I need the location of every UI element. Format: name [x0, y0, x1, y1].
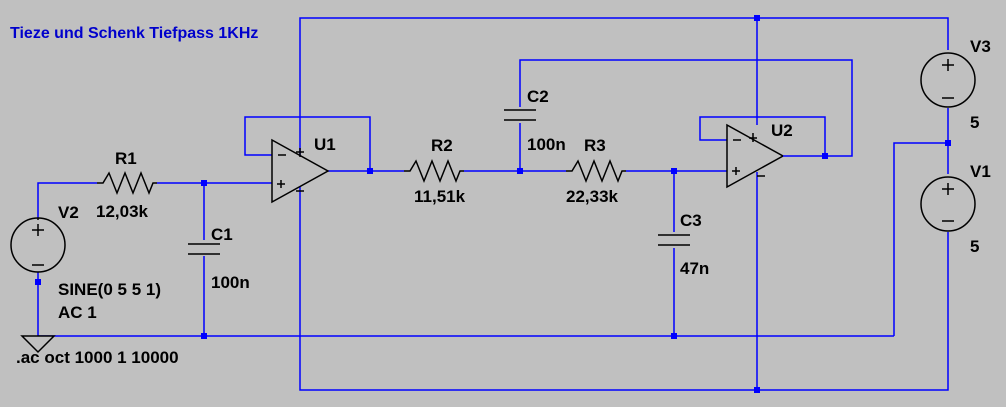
c3-value: 47n [680, 259, 709, 278]
u2-name: U2 [771, 121, 793, 140]
c3-name: C3 [680, 211, 702, 230]
schematic-title: Tieze und Schenk Tiefpass 1KHz [10, 25, 258, 42]
voltage-source-v1: V1 5 [920, 162, 991, 256]
r1-name: R1 [115, 149, 137, 168]
c2-value: 100n [527, 135, 566, 154]
c1-value: 100n [211, 273, 250, 292]
resistor-r2: R2 11,51k [404, 136, 466, 206]
opamp-u2: U2 [726, 121, 825, 189]
v2-ac: AC 1 [58, 303, 97, 322]
v3-name: V3 [970, 37, 991, 56]
wires [37, 17, 949, 391]
r1-value: 12,03k [96, 202, 149, 221]
r3-value: 22,33k [566, 187, 619, 206]
v2-source: SINE(0 5 5 1) [58, 280, 161, 299]
v1-name: V1 [970, 162, 991, 181]
voltage-source-v2: V2 SINE(0 5 5 1) AC 1 [10, 203, 161, 322]
r3-name: R3 [584, 136, 606, 155]
v1-value: 5 [970, 237, 979, 256]
v2-name: V2 [58, 203, 79, 222]
u1-name: U1 [314, 135, 336, 154]
r2-value: 11,51k [414, 187, 466, 206]
capacitor-c1: C1 100n [188, 225, 250, 292]
resistor-r3: R3 22,33k [566, 136, 626, 206]
voltage-source-v3: V3 5 [920, 37, 991, 132]
c2-name: C2 [527, 87, 549, 106]
spice-directive: .ac oct 1000 1 10000 [16, 348, 179, 367]
capacitor-c3: C3 47n [658, 211, 709, 278]
resistor-r1: R1 12,03k [96, 149, 157, 221]
opamp-u1: U1 [271, 135, 336, 204]
capacitor-c2: C2 100n [504, 87, 566, 154]
v3-value: 5 [970, 113, 979, 132]
c1-name: C1 [211, 225, 233, 244]
ground-symbol [20, 335, 56, 354]
r2-name: R2 [431, 136, 453, 155]
